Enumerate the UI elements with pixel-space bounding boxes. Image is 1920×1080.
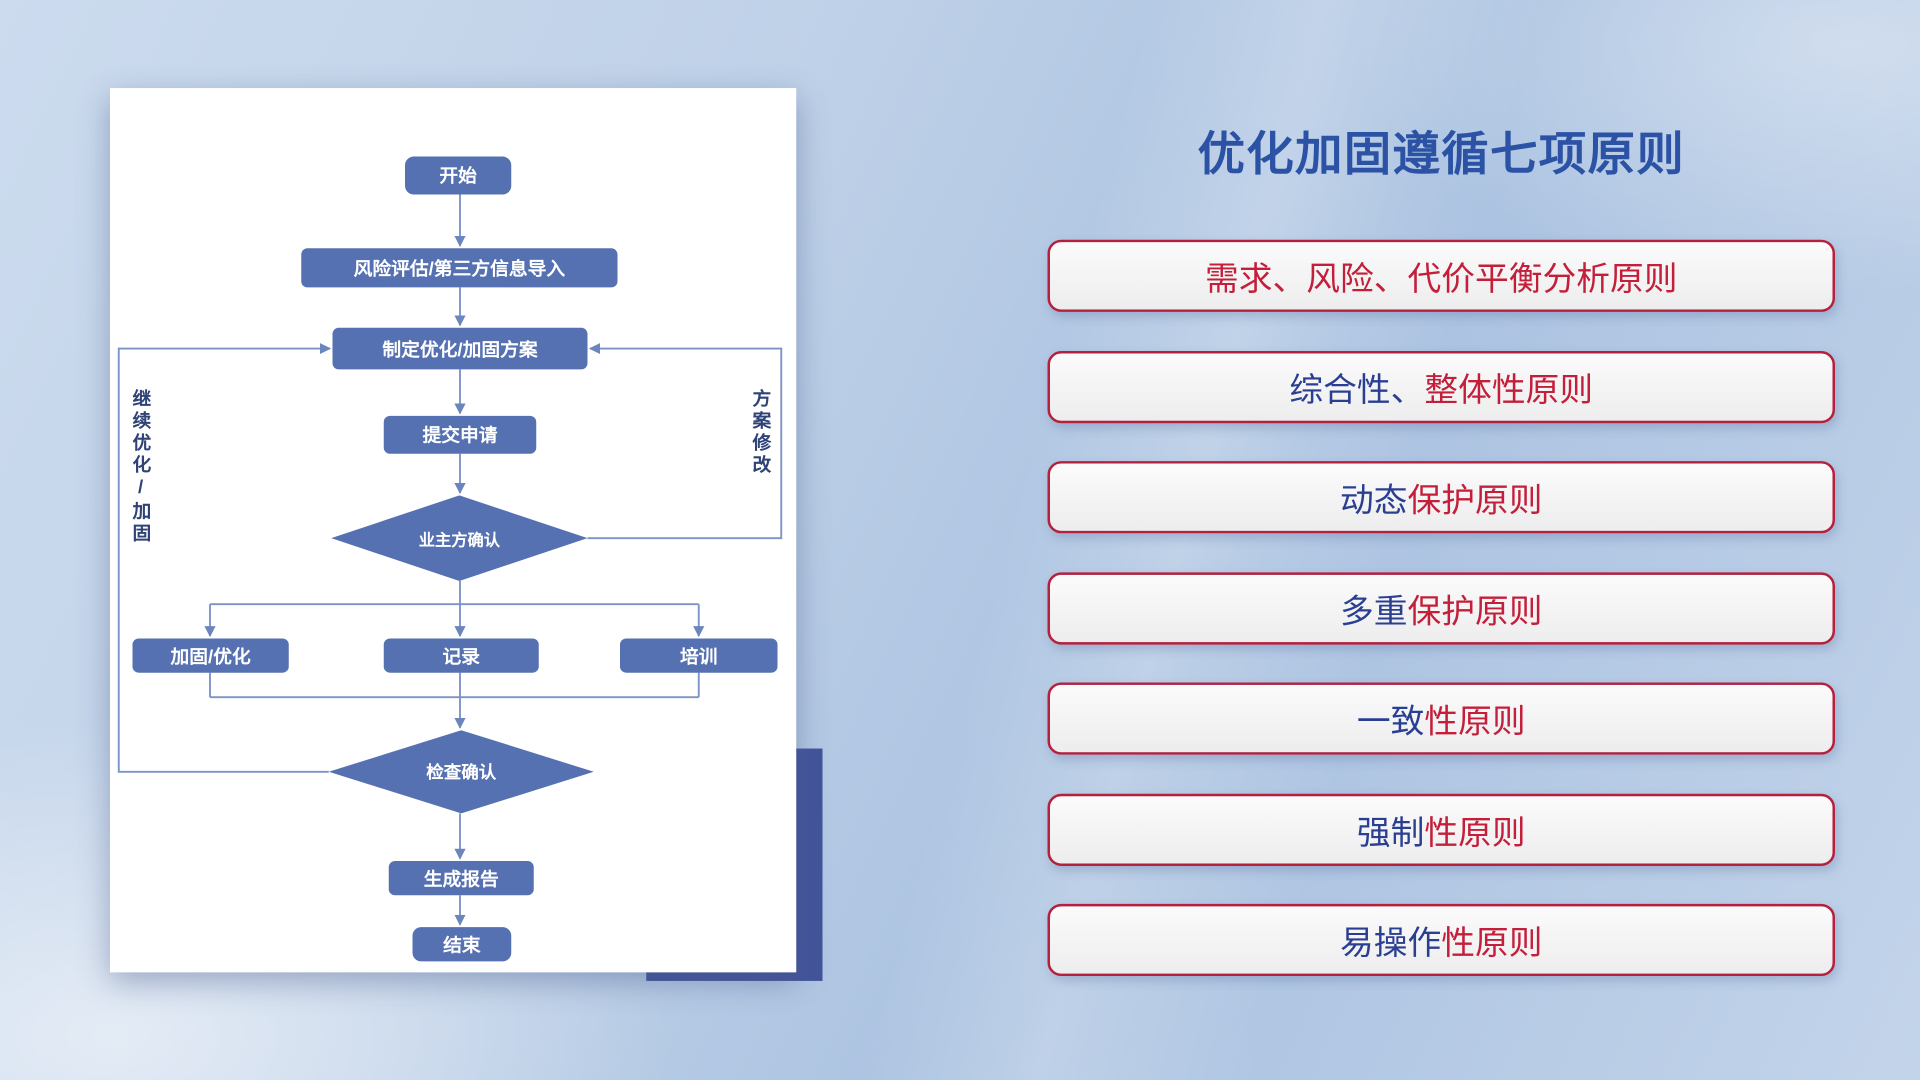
flow-node-train: 培训 [620,638,778,673]
flowchart-card: 开始 风险评估/第三方信息导入 制定优化/加固方案 提交申请 业主方确认 加固/… [110,88,797,973]
loop-label-continue-optimize: 继续优化/加固 [130,388,152,546]
flow-node-risk-import: 风险评估/第三方信息导入 [301,248,618,288]
principle-item-4: 多重保护原则 [1047,572,1835,645]
principle-text-navy: 易操作 [1340,924,1442,962]
flow-node-record: 记录 [383,638,539,673]
principle-item-7: 易操作性原则 [1047,903,1835,977]
page-title: 优化加固遵循七项原则 [1197,129,1685,182]
principle-text-navy: 综合性、 [1289,371,1425,409]
principle-text-red: 性原则 [1424,703,1526,740]
principle-item-3: 动态保护原则 [1047,461,1835,534]
loop-label-plan-modify: 方案修改 [750,388,772,478]
principle-item-6: 强制性原则 [1047,793,1835,866]
principle-text-navy: 强制 [1356,814,1425,852]
principle-text-navy: 多重 [1340,593,1408,630]
principle-text-red: 性原则 [1424,814,1526,852]
flow-node-make-plan: 制定优化/加固方案 [332,327,588,370]
principle-text-red: 保护原则 [1407,481,1543,519]
principle-text-navy: 一致 [1356,703,1425,740]
flow-node-start: 开始 [405,156,512,195]
principle-text-red: 性原则 [1441,924,1543,962]
principle-item-1: 需求、风险、代价平衡分析原则 [1047,239,1835,312]
flow-node-harden: 加固/优化 [132,638,289,673]
flowchart-connectors [117,194,783,926]
principle-text-red: 保护原则 [1407,593,1543,630]
principle-text-navy: 动态 [1340,481,1408,519]
principle-text-red: 整体性原则 [1424,371,1594,409]
principle-item-5: 一致性原则 [1047,682,1835,755]
flow-node-end: 结束 [412,927,512,962]
principle-text-red: 需求、风险、代价平衡分析原则 [1205,260,1678,298]
principle-item-2: 综合性、整体性原则 [1047,351,1835,424]
flow-node-report: 生成报告 [388,861,534,896]
flow-node-submit: 提交申请 [383,415,537,454]
